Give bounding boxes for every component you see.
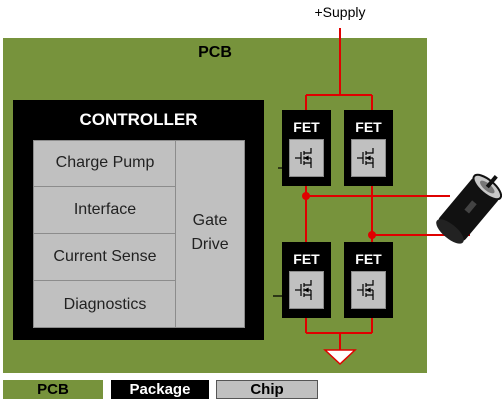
- motor-icon: [436, 173, 502, 244]
- gate-drive-label: Gate Drive: [191, 212, 229, 253]
- legend-pcb-label: PCB: [37, 381, 69, 398]
- block-gate-drive: Gate Drive: [176, 140, 244, 326]
- fet-label: FET: [355, 251, 382, 267]
- legend-chip: Chip: [216, 380, 318, 399]
- ground-icon: [323, 349, 357, 366]
- block-interface: Interface: [34, 187, 176, 234]
- mosfet-icon: [294, 279, 312, 301]
- block-current-sense: Current Sense: [34, 234, 176, 281]
- block-charge-pump: Charge Pump: [34, 140, 176, 187]
- legend-pcb: PCB: [3, 380, 103, 399]
- junction-node: [302, 192, 310, 200]
- legend-package: Package: [111, 380, 209, 399]
- junction-node: [368, 231, 376, 239]
- block-diagnostics: Diagnostics: [63, 295, 147, 313]
- fet-label: FET: [293, 119, 320, 135]
- legend-package-label: Package: [129, 381, 191, 398]
- chip-divider: [175, 140, 176, 327]
- mosfet-icon: [356, 147, 374, 169]
- controller-title: CONTROLLER: [79, 110, 198, 129]
- pcb-title: PCB: [198, 44, 232, 61]
- mosfet-icon: [356, 279, 374, 301]
- fet-label: FET: [293, 251, 320, 267]
- legend-chip-label: Chip: [250, 381, 284, 398]
- mosfet-icon: [294, 147, 312, 169]
- controller-chip: [33, 140, 245, 328]
- supply-label: +Supply: [314, 4, 366, 20]
- fet-label: FET: [355, 119, 382, 135]
